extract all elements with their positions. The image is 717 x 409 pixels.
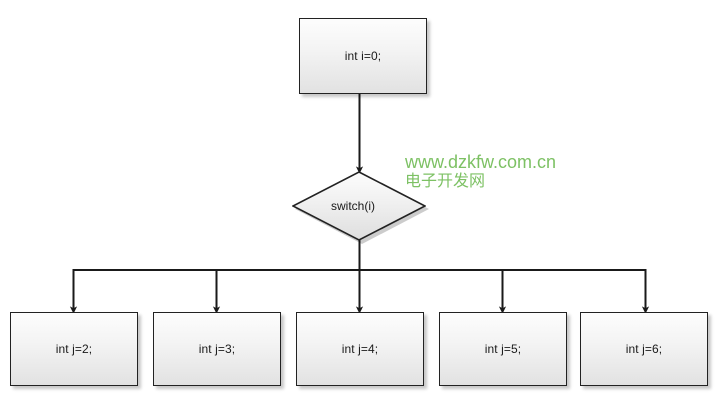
node-start: int i=0; bbox=[299, 18, 427, 94]
node-decision: switch(i) bbox=[292, 171, 429, 244]
node-branch-4-label: int j=5; bbox=[484, 342, 522, 356]
node-branch-3-label: int j=4; bbox=[341, 342, 379, 356]
node-branch-1: int j=2; bbox=[10, 312, 138, 386]
watermark-url: www.dzkfw.com.cn bbox=[405, 152, 557, 172]
node-branch-2: int j=3; bbox=[153, 312, 281, 386]
node-branch-3: int j=4; bbox=[296, 312, 424, 386]
node-branch-1-label: int j=2; bbox=[55, 342, 93, 356]
node-branch-4: int j=5; bbox=[439, 312, 567, 386]
node-branch-5-label: int j=6; bbox=[625, 342, 663, 356]
node-branch-2-label: int j=3; bbox=[198, 342, 236, 356]
node-start-label: int i=0; bbox=[344, 49, 382, 63]
node-branch-5: int j=6; bbox=[580, 312, 708, 386]
decision-shape bbox=[292, 171, 426, 241]
